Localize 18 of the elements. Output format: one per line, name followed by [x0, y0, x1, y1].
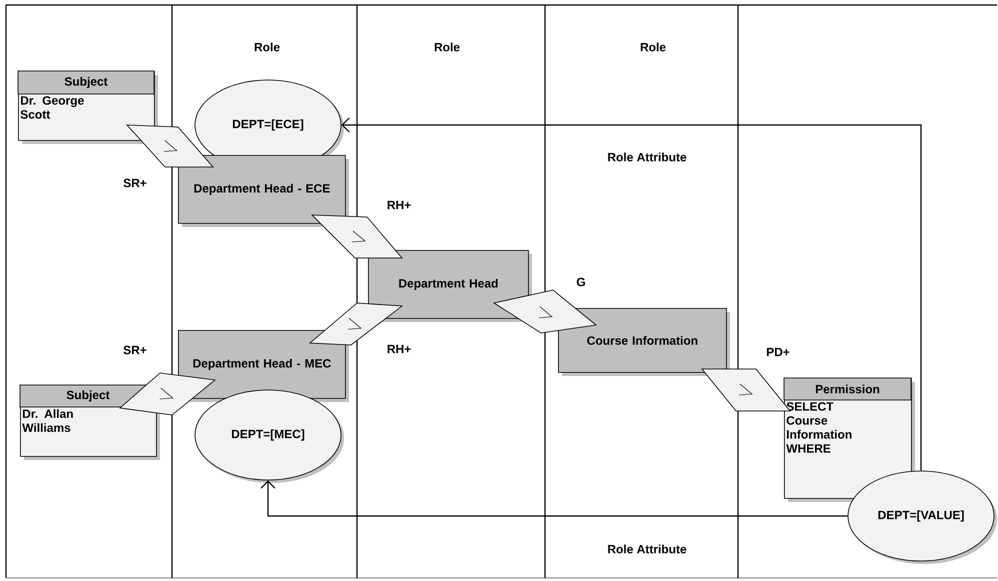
lane-label: Role Attribute	[608, 544, 686, 554]
lane-label: G	[576, 278, 585, 286]
lane-label: SR+	[124, 346, 146, 354]
lane-label: Role	[254, 42, 280, 52]
role-box: Department Head	[368, 250, 532, 322]
lane-label: PD+	[766, 348, 790, 356]
arrow	[341, 118, 922, 471]
role-box: Department Head - ECE	[178, 155, 349, 227]
lane-label: Role Attribute	[608, 152, 686, 162]
lane-label: RH+	[388, 200, 411, 210]
lane-label: SR+	[124, 178, 146, 188]
lane-label: RH+	[388, 344, 411, 354]
class-box: Subject Dr. George Scott	[18, 70, 158, 144]
lane-label: Role	[640, 42, 666, 52]
lane-label: Role	[434, 42, 460, 52]
arrow	[260, 480, 848, 517]
role-box: Course Information	[558, 308, 730, 376]
class-box: Permission SELECT Course Information WHERE	[784, 378, 916, 502]
